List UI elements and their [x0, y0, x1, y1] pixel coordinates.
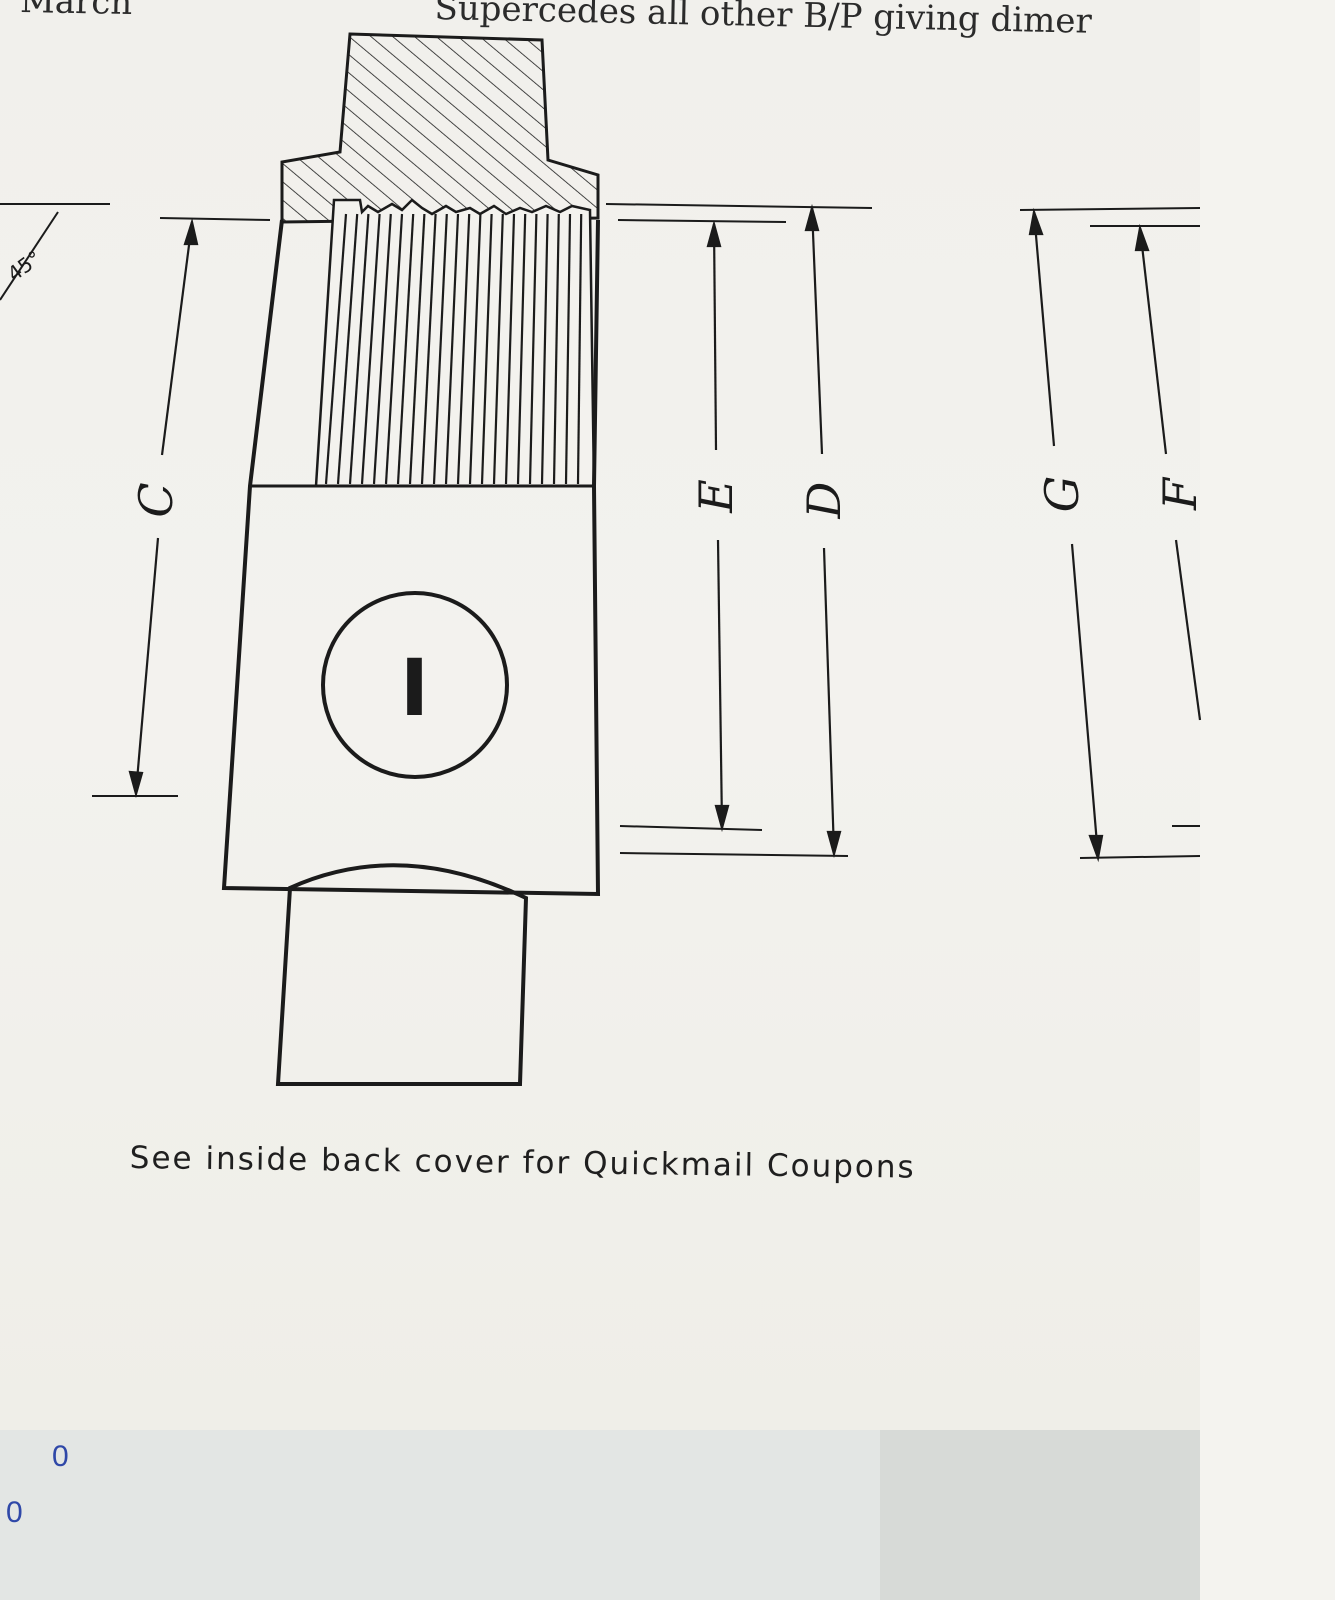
shank	[275, 863, 529, 1086]
spline-tooth-line	[408, 213, 426, 485]
dimension-e	[706, 219, 730, 833]
spline-tooth-line	[432, 213, 448, 485]
dim-label-c: C	[129, 482, 183, 517]
dim-label-f: F	[1153, 476, 1207, 511]
spline-tooth-line	[396, 213, 415, 485]
spline-tooth-line	[456, 213, 471, 485]
part-number-circle	[321, 591, 509, 779]
dimension-f	[1134, 223, 1202, 721]
spline-tooth-line	[564, 213, 572, 485]
paper-sheet: March Supercedes all other B/P giving di…	[0, 0, 1207, 1430]
spline-tooth-line	[360, 213, 381, 485]
angle-label: 45°	[3, 246, 46, 286]
pen-mark-2: 0	[6, 1496, 23, 1529]
spline-tooth-line	[468, 213, 482, 485]
technical-drawing: I	[0, 32, 1207, 1086]
spline-tooth-line	[552, 213, 560, 485]
angle-annotation: 45°	[0, 211, 59, 301]
dimension-c	[128, 217, 199, 799]
dim-label-g: G	[1035, 476, 1089, 513]
spline-tooth-line	[528, 213, 538, 485]
spline-tooth-line	[492, 213, 504, 485]
dimension-d	[804, 203, 842, 859]
spline-tooth-line	[540, 213, 549, 485]
spline-section	[314, 198, 596, 488]
part-number: I	[400, 644, 429, 734]
desk-surface: 0 0	[0, 1430, 1200, 1600]
spline-tooth-line	[324, 213, 348, 485]
spline-tooth-line	[420, 213, 437, 485]
spline-tooth-line	[480, 213, 493, 485]
spline-tooth-line	[516, 213, 527, 485]
spline-tooth-line	[504, 213, 516, 485]
spline-tooth-line	[384, 213, 404, 485]
dim-label-d: D	[797, 482, 851, 520]
underlying-card	[0, 1430, 880, 1600]
part-body	[221, 219, 601, 897]
spline-tooth-line	[576, 213, 583, 485]
extension-lines	[0, 203, 1201, 859]
spline-tooth-line	[348, 213, 370, 485]
spline-tooth-line	[336, 213, 359, 485]
spline-tooth-line	[444, 213, 460, 485]
dimension-g	[1028, 207, 1104, 863]
spline-tooth-line	[372, 213, 392, 485]
pen-mark-1: 0	[52, 1440, 69, 1473]
dim-label-e: E	[689, 479, 743, 514]
hatched-collar	[280, 32, 600, 224]
